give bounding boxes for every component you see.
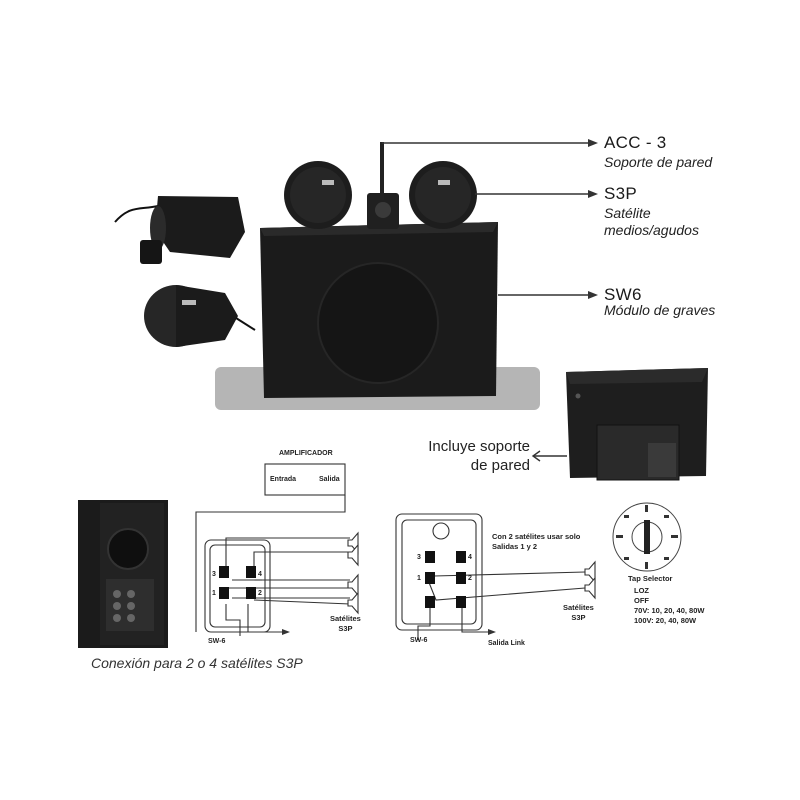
sw6-title: SW6 <box>604 285 642 304</box>
sw6-subtitle: Módulo de graves <box>604 302 716 318</box>
tap-selector-dial <box>612 502 682 572</box>
wall-mount-note: Incluye soporte de pared <box>400 437 530 475</box>
wiring-left-terminals <box>219 566 256 599</box>
wiring-right-note: Con 2 satélites usar solo Salidas 1 y 2 <box>492 532 580 552</box>
wiring-right-speaker-symbols <box>584 560 596 600</box>
wiring-left-satellites-label: Satélites S3P <box>330 614 361 634</box>
wiring-left-terminal-4: 4 <box>258 571 262 578</box>
wiring-left-speaker-symbols <box>347 531 359 615</box>
sw6-rear-panel-photo <box>78 500 168 648</box>
amplifier-input-label: Entrada <box>270 476 297 483</box>
wiring-left-satellites-line2: S3P <box>338 624 353 633</box>
s3p-subtitle-line2: medios/agudos <box>604 222 699 238</box>
amplifier-title: AMPLIFICADOR <box>279 450 333 457</box>
wiring-right-terminal-2: 2 <box>468 575 472 582</box>
s3p-subtitle-line1: Satélite <box>604 205 651 221</box>
wall-mount-note-line2: de pared <box>470 457 530 474</box>
acc3-subtitle: Soporte de pared <box>604 154 713 170</box>
wiring-right-note-line1: Con 2 satélites usar solo <box>492 532 581 541</box>
tap-selector-options: LOZ OFF 70V: 10, 20, 40, 80W 100V: 20, 4… <box>634 586 704 626</box>
wiring-left-unit-label: SW-6 <box>208 638 226 645</box>
wiring-right-satellites-line2: S3P <box>571 613 586 622</box>
s3p-wall-satellite <box>144 285 256 347</box>
woofer-grille <box>317 262 439 384</box>
wiring-right-satellites-line1: Satélites <box>563 603 594 612</box>
sw6-rear-view <box>566 368 708 481</box>
wiring-right-terminal-4: 4 <box>468 554 472 561</box>
acc3-wall-bracket <box>367 142 399 229</box>
amplifier-output-label: Salida <box>319 476 340 483</box>
wiring-right-unit-label: SW-6 <box>410 637 428 644</box>
wiring-right-terminal-1: 1 <box>417 575 421 582</box>
acc3-title: ACC - 3 <box>604 133 667 152</box>
tap-option-100v: 100V: 20, 40, 80W <box>634 616 697 625</box>
wall-mount-note-line1: Incluye soporte <box>428 438 530 455</box>
connection-caption: Conexión para 2 o 4 satélites S3P <box>91 655 303 671</box>
wiring-diagram-left <box>195 463 351 636</box>
wiring-left-terminal-1: 1 <box>212 590 216 597</box>
wiring-right-terminals <box>425 551 466 608</box>
s3p-pendant-satellite <box>114 196 245 264</box>
wiring-right-note-line2: Salidas 1 y 2 <box>492 542 538 551</box>
wiring-left-terminal-3: 3 <box>212 571 216 578</box>
tap-option-loz: LOZ <box>634 586 649 595</box>
s3p-satellite-left <box>284 161 352 229</box>
wiring-left-satellites-line1: Satélites <box>330 614 361 623</box>
wiring-right-satellites-label: Satélites S3P <box>563 603 594 623</box>
wiring-left-terminal-2: 2 <box>258 590 262 597</box>
s3p-satellite-right <box>409 161 477 229</box>
tap-option-off: OFF <box>634 596 649 605</box>
tap-option-70v: 70V: 10, 20, 40, 80W <box>634 606 705 615</box>
tap-selector-title: Tap Selector <box>628 574 673 583</box>
sw6-subwoofer <box>260 222 498 398</box>
wiring-right-terminal-3: 3 <box>417 554 421 561</box>
s3p-title: S3P <box>604 184 638 203</box>
wiring-right-link-label: Salida Link <box>488 640 525 647</box>
wiring-diagram-right <box>395 513 586 640</box>
